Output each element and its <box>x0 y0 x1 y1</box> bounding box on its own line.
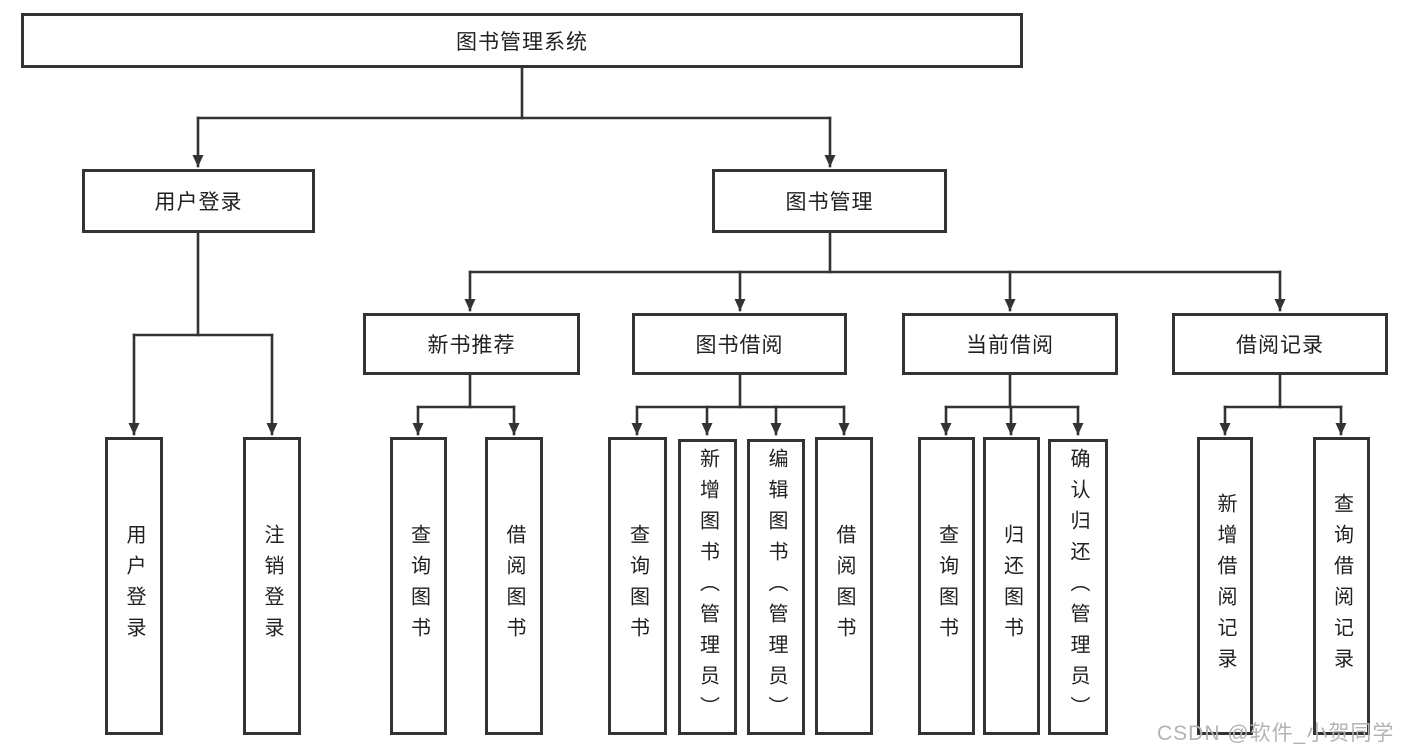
node-bb-edit-book-admin: 编辑图书（管理员） <box>747 439 805 735</box>
node-bb-query-book: 查询图书 <box>608 437 667 735</box>
node-cb-return-book: 归还图书 <box>983 437 1040 735</box>
node-br-add-record-label: 新增借阅记录 <box>1214 493 1236 679</box>
node-bb-query-book-label: 查询图书 <box>626 524 649 648</box>
node-root-label: 图书管理系统 <box>456 30 588 54</box>
node-book-management-group: 图书管理 <box>712 169 947 233</box>
node-book-borrow: 图书借阅 <box>632 313 847 375</box>
node-nbr-query-book-label: 查询图书 <box>407 524 430 648</box>
node-nbr-query-book: 查询图书 <box>390 437 447 735</box>
node-new-book-recommend-label: 新书推荐 <box>427 334 516 357</box>
node-br-add-record: 新增借阅记录 <box>1197 437 1253 735</box>
node-user-login-group-label: 用户登录 <box>154 191 243 214</box>
node-cb-confirm-return-admin-label: 确认归还（管理员） <box>1067 447 1089 727</box>
node-bb-add-book-admin-label: 新增图书（管理员） <box>696 447 719 727</box>
node-bb-add-book-admin: 新增图书（管理员） <box>678 439 737 735</box>
node-user-login: 用户登录 <box>105 437 163 735</box>
node-user-login-label: 用户登录 <box>123 524 145 648</box>
node-bb-borrow-book: 借阅图书 <box>815 437 873 735</box>
node-logout: 注销登录 <box>243 437 301 735</box>
node-cb-return-book-label: 归还图书 <box>1000 524 1023 648</box>
node-nbr-borrow-book-label: 借阅图书 <box>503 524 525 648</box>
node-br-query-record: 查询借阅记录 <box>1313 437 1370 735</box>
node-borrow-records: 借阅记录 <box>1172 313 1388 375</box>
csdn-watermark: CSDN @软件_小贺同学 <box>1157 722 1395 745</box>
node-nbr-borrow-book: 借阅图书 <box>485 437 543 735</box>
node-book-borrow-label: 图书借阅 <box>695 334 784 357</box>
node-user-login-group: 用户登录 <box>82 169 315 233</box>
node-br-query-record-label: 查询借阅记录 <box>1330 493 1353 679</box>
node-cb-confirm-return-admin: 确认归还（管理员） <box>1048 439 1108 735</box>
node-new-book-recommend: 新书推荐 <box>363 313 580 375</box>
node-logout-label: 注销登录 <box>261 524 283 648</box>
node-current-borrow: 当前借阅 <box>902 313 1118 375</box>
node-cb-query-book: 查询图书 <box>918 437 975 735</box>
node-bb-edit-book-admin-label: 编辑图书（管理员） <box>765 447 787 727</box>
node-book-management-group-label: 图书管理 <box>785 191 874 214</box>
node-borrow-records-label: 借阅记录 <box>1236 334 1324 357</box>
node-cb-query-book-label: 查询图书 <box>935 524 958 648</box>
node-bb-borrow-book-label: 借阅图书 <box>833 524 855 648</box>
node-root: 图书管理系统 <box>21 13 1023 68</box>
node-current-borrow-label: 当前借阅 <box>966 334 1054 357</box>
